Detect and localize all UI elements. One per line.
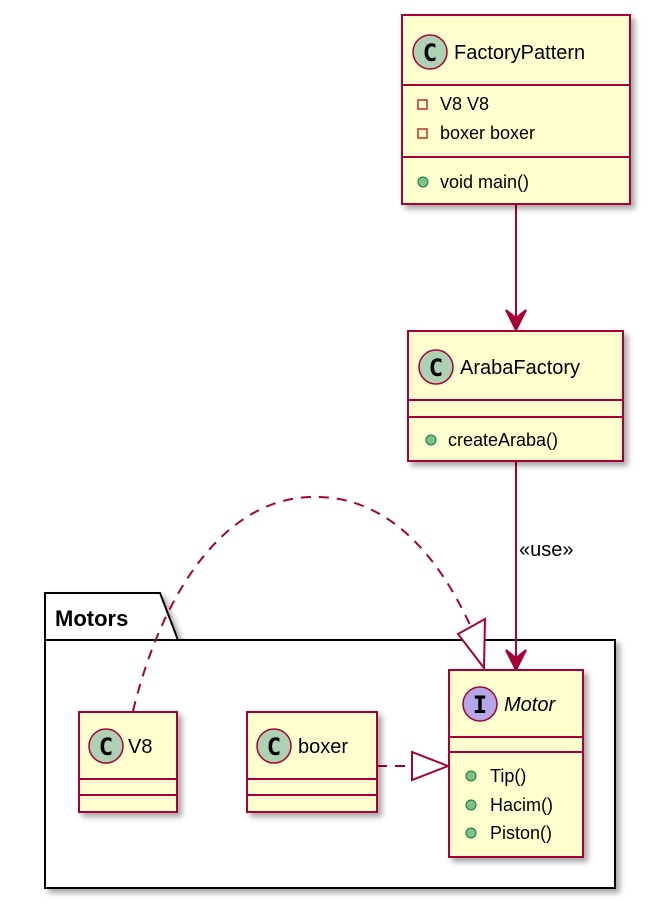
class-badge-icon [256,728,292,764]
relation-v8-realizes-motor [132,495,487,712]
class-kind-glyph: C [429,354,443,382]
public-method-icon [417,176,429,188]
class-name: V8 [128,736,152,758]
class-kind-glyph: I [473,691,487,719]
public-method-icon [425,434,437,446]
method: Hacim() [490,795,553,815]
relation-boxer-realizes-motor [377,750,451,782]
class-kind-glyph: C [99,733,113,761]
method: Piston() [490,823,552,843]
field: V8 V8 [440,94,489,114]
private-field-icon [417,99,428,110]
relation-factorypattern-to-arabafactory [505,205,527,333]
class-arabafactory[interactable]: C ArabaFactory createAraba() [407,330,624,462]
method: createAraba() [448,430,558,450]
interface-name: Motor [504,694,556,716]
interface-motor[interactable]: I Motor Tip() Hacim() Piston() [448,669,584,858]
public-method-icon [465,799,477,811]
arrowhead-icon [505,649,527,673]
relation-label-use: «use» [519,539,574,561]
public-method-icon [465,827,477,839]
class-kind-glyph: C [267,733,281,761]
interface-badge-icon [462,686,498,722]
realization-arrowhead-icon [411,750,451,782]
class-v8[interactable]: C V8 [78,711,178,813]
relation-arabafactory-use-motor: «use» [505,462,574,673]
class-name: boxer [298,736,348,758]
method: Tip() [490,766,526,786]
realization-arrowhead-icon [456,617,487,671]
field: boxer boxer [440,123,535,143]
class-badge-icon [412,34,448,70]
class-badge-icon [418,349,454,385]
arrowhead-icon [505,309,527,333]
class-factorypattern[interactable]: C FactoryPattern V8 V8 boxer boxer void … [401,14,631,205]
class-boxer[interactable]: C boxer [246,711,378,813]
class-kind-glyph: C [423,39,437,67]
class-name: FactoryPattern [454,42,585,64]
class-name: ArabaFactory [460,357,580,379]
public-method-icon [465,770,477,782]
method: void main() [440,172,529,192]
private-field-icon [417,128,428,139]
package-title: Motors [55,606,128,631]
class-badge-icon [88,728,124,764]
